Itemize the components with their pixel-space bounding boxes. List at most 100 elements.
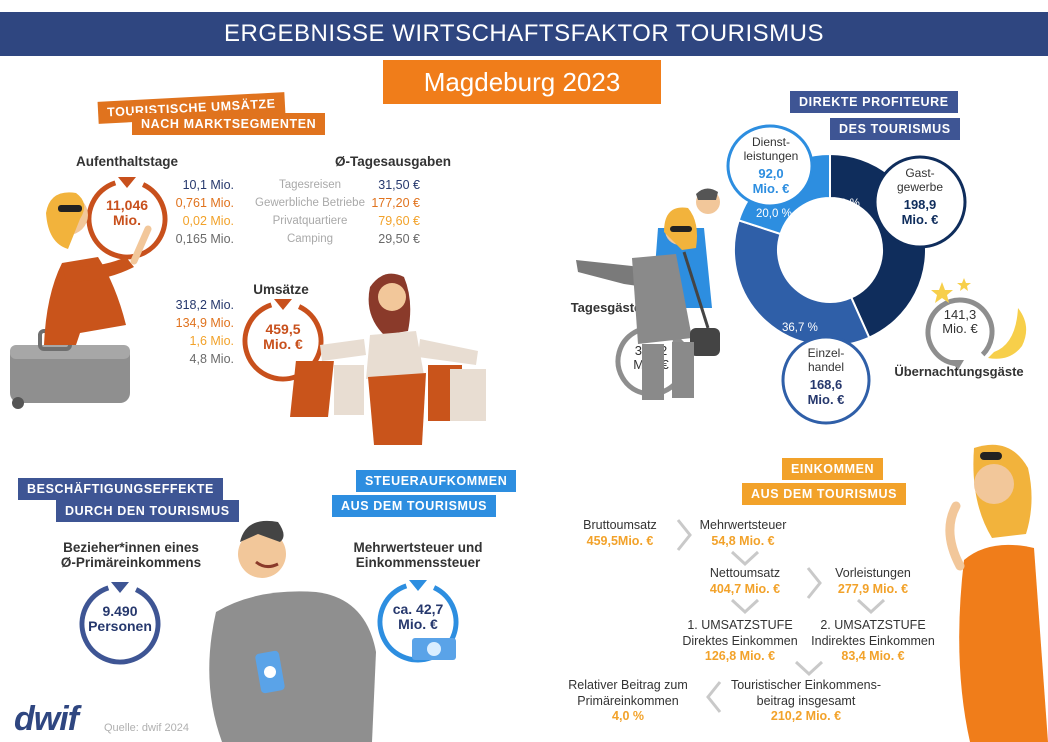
overnight-label: Übernachtungsgäste <box>894 364 1024 379</box>
spend-value-gewerblich: 177,20 € <box>371 196 420 210</box>
spend-value-camping: 29,50 € <box>378 232 420 246</box>
revenue-value-tagesreisen: 318,2 Mio. <box>175 298 234 312</box>
beschaeftigung-heading-line1: Bezieher*innen eines <box>63 540 199 555</box>
chevron-down-icon <box>794 660 824 677</box>
banknote-icon <box>412 638 456 660</box>
einzel-label-line1: Einzel- <box>807 346 845 360</box>
gast-bubble <box>873 155 967 249</box>
revenue-heading: Umsätze <box>253 282 309 297</box>
steuer-ring-unit: Mio. € <box>398 616 438 633</box>
chevron-left-icon <box>706 681 722 713</box>
revenue-ring-unit: Mio. € <box>263 336 303 353</box>
segment-label-tagesreisen: Tagesreisen <box>278 179 341 191</box>
vorleistungen-value: 277,9 Mio. € <box>837 581 909 596</box>
stufe1-line2: Direktes Einkommen <box>682 633 798 648</box>
overnight-unit: Mio. € <box>942 321 978 337</box>
einzel-label-line2: handel <box>807 359 845 374</box>
stays-ring-unit: Mio. <box>113 212 141 229</box>
netto-value: 404,7 Mio. € <box>709 581 781 596</box>
dienst-label-line2: leistungen <box>743 148 799 163</box>
chevron-right-icon <box>676 519 692 551</box>
mwst-label: Mehrwertsteuer <box>699 518 787 532</box>
profiteure-tag-line1: DIREKTE PROFITEURE <box>790 91 958 113</box>
steuer-ring-value: ca. 42,7 <box>392 601 444 617</box>
beschaeftigung-tag-line1: BESCHÄFTIGUNGSEFFEKTE <box>18 478 223 500</box>
umsaetze-tag-line2: NACH MARKTSEGMENTEN <box>132 113 326 135</box>
revenue-value-gewerblich: 134,9 Mio. <box>175 316 234 330</box>
beschaeftigung-tag-line2: DURCH DEN TOURISMUS <box>56 500 239 522</box>
dienst-bubble <box>726 124 814 208</box>
stufe1-value: 126,8 Mio. € <box>704 649 776 664</box>
overnight-value: 141,3 <box>943 307 977 322</box>
stays-ring <box>86 177 168 260</box>
stufe2-line1: 2. UMSATZSTUFE <box>820 618 926 632</box>
relativ-line1: Relativer Beitrag zum <box>568 678 688 692</box>
einzel-unit: Mio. € <box>807 391 845 407</box>
einzel-value: 168,6 <box>809 376 843 392</box>
gast-label-line2: gewerbe <box>896 179 944 194</box>
spend-heading: Ø-Tagesausgaben <box>334 154 452 169</box>
gast-value: 198,9 <box>903 196 937 212</box>
stays-value-tagesreisen: 10,1 Mio. <box>182 178 234 192</box>
page-title: ERGEBNISSE WIRTSCHAFTSFAKTOR TOURISMUS <box>0 12 1048 56</box>
chevron-down-icon <box>730 550 760 567</box>
city-year-badge: Magdeburg 2023 <box>383 60 661 104</box>
brutto-value: 459,5Mio. € <box>586 533 654 548</box>
beschaeftigung-ring <box>79 582 161 665</box>
einzel-bubble <box>781 335 871 425</box>
segment-label-privat: Privatquartiere <box>272 215 348 227</box>
chevron-down-icon <box>856 598 886 615</box>
steuer-tag-line1: STEUERAUFKOMMEN <box>356 470 517 492</box>
traveler-illustration <box>10 192 152 409</box>
beschaeftigung-ring-unit: Personen <box>88 618 152 635</box>
dienst-label-line1: Dienst- <box>751 135 790 149</box>
donut-percent-einzel: 36,7 % <box>782 322 818 334</box>
einkommen-tag-line1: EINKOMMEN <box>782 458 884 480</box>
revenue-value-camping: 4,8 Mio. <box>189 352 234 366</box>
source-note: Quelle: dwif 2024 <box>104 722 189 734</box>
profiteure-tag-line2: DES TOURISMUS <box>830 118 960 140</box>
daytrip-label: Tagesgäste <box>570 300 642 315</box>
dienst-value: 92,0 <box>758 165 784 181</box>
mwst-value: 54,8 Mio. € <box>711 533 775 548</box>
spend-value-privat: 79,60 € <box>378 214 420 228</box>
spend-value-tagesreisen: 31,50 € <box>378 178 420 192</box>
stays-ring-value: 11,046 <box>105 197 149 213</box>
revenue-ring <box>242 299 324 382</box>
stufe2-line2: Indirektes Einkommen <box>811 633 935 648</box>
thinking-woman-illustration <box>945 444 1048 742</box>
moon-stars-icon <box>931 278 1027 359</box>
total-value: 210,2 Mio. € <box>770 709 842 724</box>
total-line2: beitrag insgesamt <box>756 693 856 708</box>
stays-value-camping: 0,165 Mio. <box>175 232 234 246</box>
segment-label-camping: Camping <box>286 233 334 245</box>
einkommen-tag-line2: AUS DEM TOURISMUS <box>742 483 907 505</box>
stufe1-line1: 1. UMSATZSTUFE <box>687 618 793 632</box>
gast-unit: Mio. € <box>901 211 939 227</box>
man-with-money-illustration <box>209 520 376 742</box>
overnight-ring <box>925 297 995 370</box>
brutto-label: Bruttoumsatz <box>583 518 657 532</box>
dienst-unit: Mio. € <box>752 180 790 196</box>
stays-heading: Aufenthaltstage <box>75 154 178 169</box>
steuer-heading-line2: Einkommenssteuer <box>355 555 481 570</box>
segment-label-gewerblich: Gewerbliche Betriebe <box>255 197 365 209</box>
gast-label-line1: Gast- <box>905 166 935 180</box>
relativ-value: 4,0 % <box>612 709 644 724</box>
beschaeftigung-heading-line2: Ø-Primäreinkommens <box>60 555 202 570</box>
total-line1: Touristischer Einkommens- <box>730 678 882 692</box>
stufe2-value: 83,4 Mio. € <box>841 649 905 664</box>
chevron-down-icon <box>730 598 760 615</box>
beschaeftigung-ring-value: 9.490 <box>102 603 138 619</box>
donut-percent-dienst: 20,0 % <box>756 208 792 220</box>
shopper-illustration <box>290 273 486 445</box>
dwif-logo: dwif <box>14 700 79 738</box>
stays-value-gewerblich: 0,761 Mio. <box>175 196 234 210</box>
relativ-line2: Primäreinkommen <box>577 693 679 708</box>
steuer-heading-line1: Mehrwertsteuer und <box>353 540 483 555</box>
steuer-tag-line2: AUS DEM TOURISMUS <box>332 495 497 517</box>
netto-label: Nettoumsatz <box>709 566 781 580</box>
revenue-value-privat: 1,6 Mio. <box>189 334 234 348</box>
revenue-ring-value: 459,5 <box>265 321 301 337</box>
stays-value-privat: 0,02 Mio. <box>182 214 234 228</box>
